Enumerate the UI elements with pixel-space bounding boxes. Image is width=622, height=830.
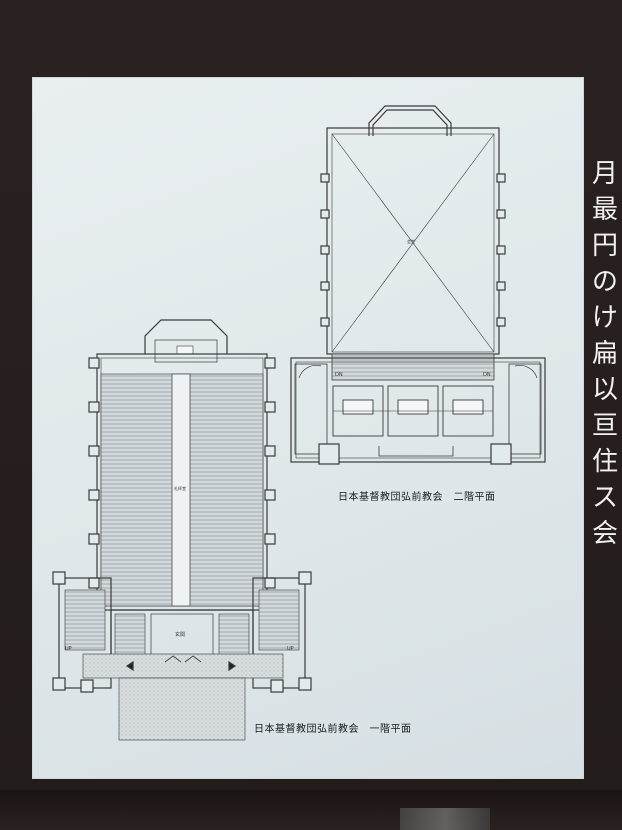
first-floor-plan (52, 319, 312, 741)
second-floor-hall-label: 会堂 (407, 238, 415, 244)
side-text-char: 以 (592, 375, 619, 405)
first-floor-caption: 日本基督教団弘前教会 一階平面 (254, 724, 412, 735)
side-vertical-text: 月最円のけ扁以亘住ス会 (592, 156, 622, 552)
side-text-char: 円 (592, 231, 619, 261)
stair-label-up-left: UP (65, 646, 72, 652)
board-bottom-edge (0, 790, 622, 830)
side-text-char: 扁 (592, 339, 619, 369)
side-text-char: 最 (592, 195, 619, 225)
side-text-char: ス (592, 483, 619, 513)
side-text-char: け (592, 303, 619, 333)
church-floor-plans: 会堂 DN DN (52, 105, 546, 741)
metal-fixture (400, 808, 490, 830)
stair-label-dn-right: DN (483, 372, 491, 378)
side-text-char: 月 (592, 159, 619, 189)
stair-label-up-right: UP (287, 646, 294, 652)
entrance-label: 玄関 (175, 631, 185, 638)
side-text-char: 住 (592, 447, 619, 477)
second-floor-caption: 日本基督教団弘前教会 二階平面 (338, 492, 496, 503)
second-floor-plan (290, 105, 546, 465)
floor-plan-panel: 会堂 DN DN (33, 78, 583, 778)
stair-label-dn-left: DN (335, 372, 343, 378)
first-floor-hall-label: 礼拝堂 (174, 485, 186, 491)
side-text-char: 会 (592, 519, 619, 549)
side-text-char: 亘 (592, 411, 619, 441)
side-text-char: の (592, 267, 619, 297)
